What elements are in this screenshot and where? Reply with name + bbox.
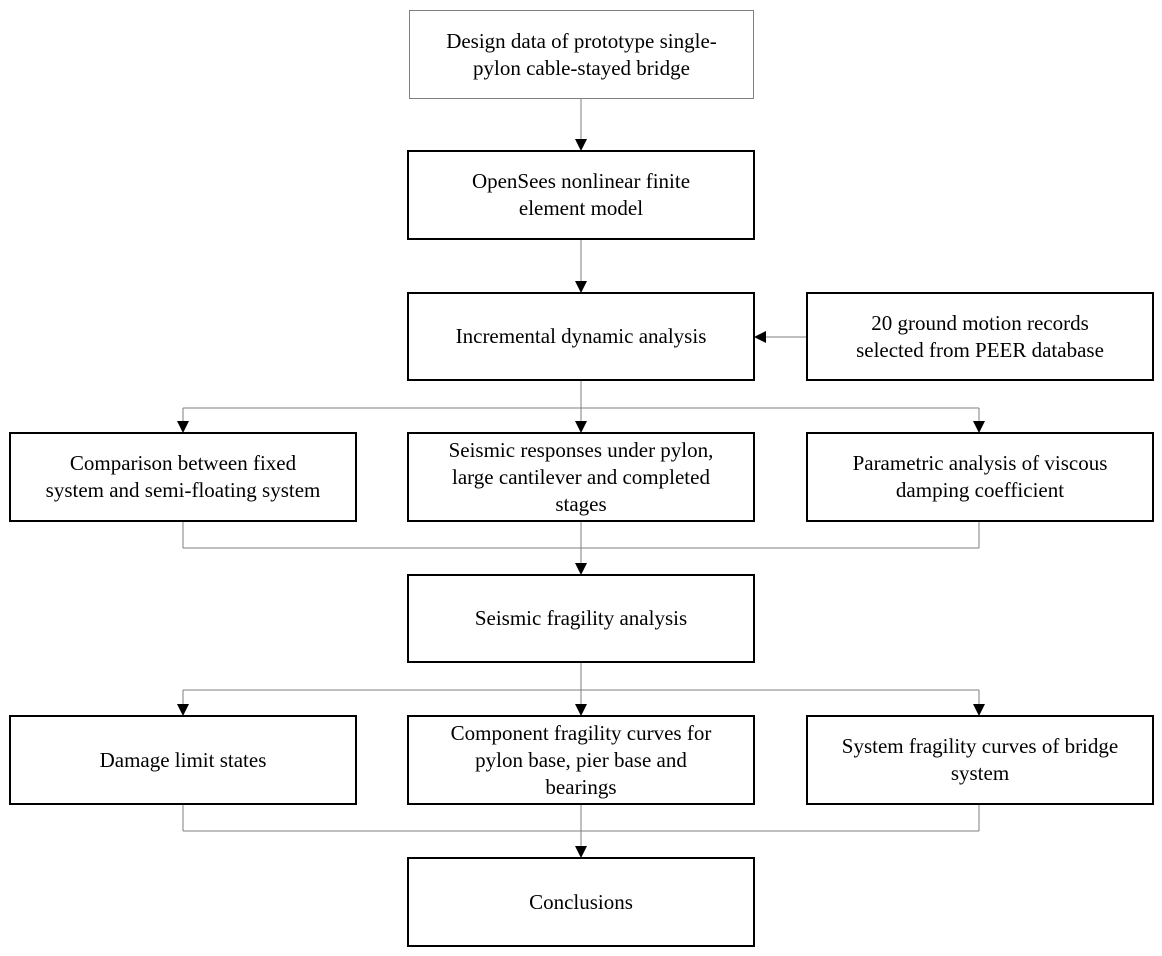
node-system-line-1: System fragility curves of bridge [841,734,1119,758]
node-stages-line-1: Seismic responses under pylon, [448,437,714,462]
node-seismic-fragility-analysis: Seismic fragility analysis [407,574,755,663]
node-fe-model-line-1: OpenSees nonlinear finite [471,169,691,193]
node-damage-limit-states: Damage limit states [9,715,357,805]
node-parametric-line-1: Parametric analysis of viscous [852,451,1108,475]
node-parametric-analysis: Parametric analysis of viscous damping c… [806,432,1154,522]
node-design-data-line-2: pylon cable-stayed bridge [473,55,690,80]
node-damage-limit-line-1: Damage limit states [99,747,267,772]
node-ground-motion-line-2: selected from PEER database [856,337,1104,362]
node-component-line-2: pylon base, pier base and [475,747,687,772]
node-comparison-line-1: Comparison between fixed [69,451,297,475]
node-seismic-responses-stages: Seismic responses under pylon, large can… [407,432,755,522]
node-ground-motion-line-1: 20 ground motion records [871,310,1089,335]
node-incremental-dynamic-analysis: Incremental dynamic analysis [407,292,755,381]
node-fe-model-line-2: element model [518,196,644,220]
node-comparison: Comparison between fixed system and semi… [9,432,357,522]
node-conclusions-line-1: Conclusions [529,889,633,914]
node-system-line-2: system [950,761,1010,785]
node-stages-line-2: large cantilever and completed [452,464,710,489]
node-design-data: Design data of prototype single- pylon c… [409,10,754,99]
node-ground-motion-records: 20 ground motion records selected from P… [806,292,1154,381]
node-conclusions: Conclusions [407,857,755,947]
node-ida-line-1: Incremental dynamic analysis [455,324,707,348]
node-parametric-line-2: damping coefficient [895,478,1065,502]
node-component-line-1: Component fragility curves for [450,720,712,745]
node-design-data-line-1: Design data of prototype single- [446,28,717,53]
node-fe-model: OpenSees nonlinear finite element model [407,150,755,240]
node-comparison-line-2: system and semi-floating system [45,478,321,502]
node-fragility-line-1: Seismic fragility analysis [474,606,688,630]
node-stages-line-3: stages [555,491,607,516]
node-component-line-3: bearings [545,774,617,799]
node-system-fragility-curves: System fragility curves of bridge system [806,715,1154,805]
node-component-fragility-curves: Component fragility curves for pylon bas… [407,715,755,805]
